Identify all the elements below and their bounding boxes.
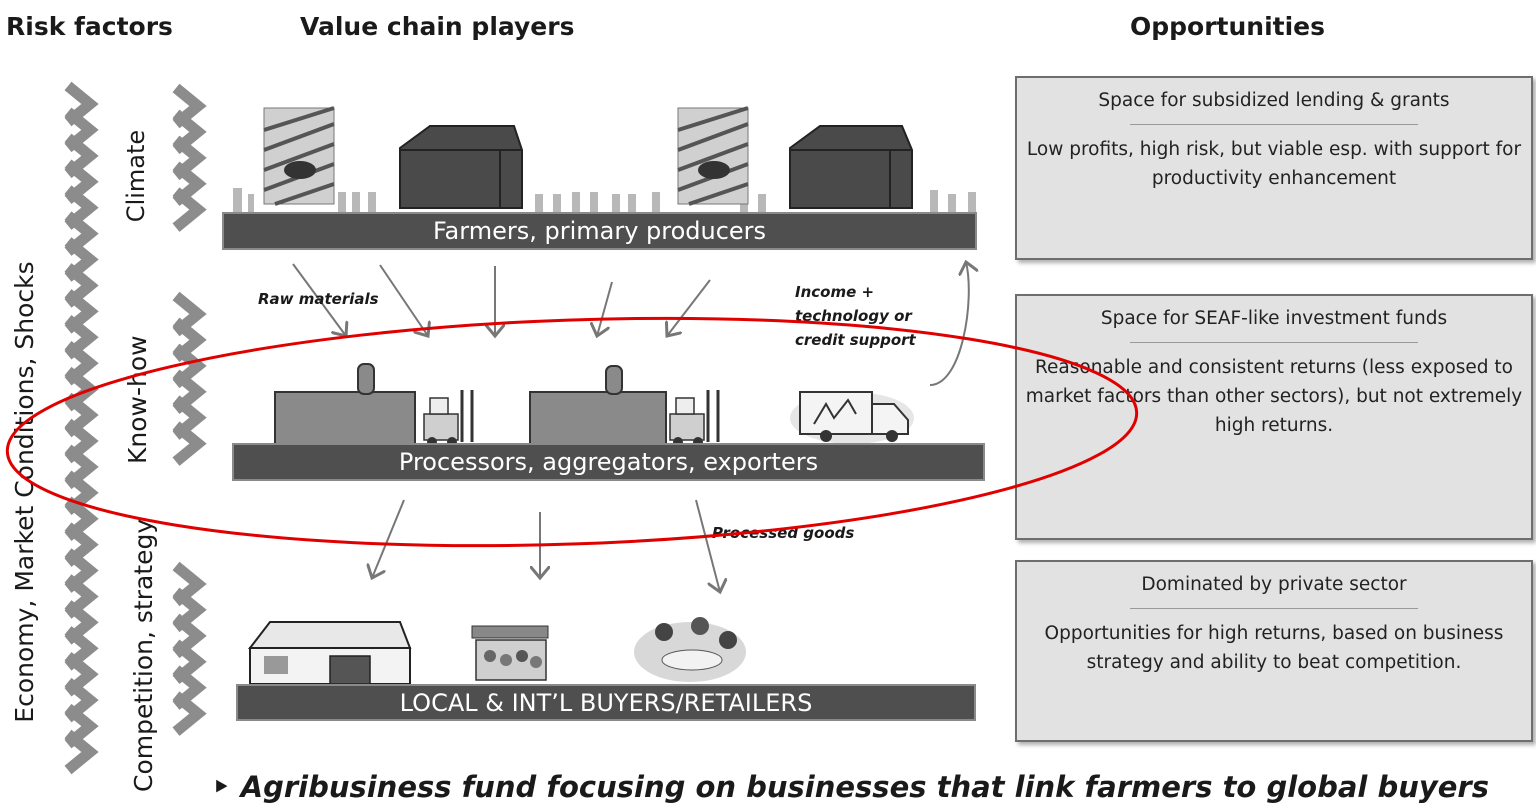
bottom-note: ‣ Agribusiness fund focusing on business… xyxy=(212,770,1489,804)
farm-field-image-1 xyxy=(263,106,335,206)
risk-factors-header: Risk factors xyxy=(6,12,173,41)
tier-bar-buyers: LOCAL & INT’L BUYERS/RETAILERS xyxy=(236,684,976,721)
chevron-segment xyxy=(64,729,99,775)
opportunity-3-body: Opportunities for high returns, based on… xyxy=(1044,623,1504,673)
opportunity-1-body: Low profits, high risk, but viable esp. … xyxy=(1026,139,1522,189)
opportunities-header: Opportunities xyxy=(1130,12,1326,41)
barn-icon-2 xyxy=(789,125,913,209)
factory-icon-1 xyxy=(274,363,416,445)
barn-icon-1 xyxy=(399,125,523,209)
truck-icon xyxy=(790,391,914,444)
chevron-segment xyxy=(172,187,207,232)
income-support-label-line-2: technology or xyxy=(795,307,912,325)
chevron-segment xyxy=(172,691,207,736)
forklift-icon-2 xyxy=(669,390,720,447)
income-support-label-line-1: Income + xyxy=(795,283,875,301)
opportunity-3-title: Dominated by private sector xyxy=(1141,574,1407,595)
chevron-segment xyxy=(172,421,207,466)
opportunity-box-2: Space for SEAF-like investment funds Rea… xyxy=(1015,294,1533,540)
raw-materials-label: Raw materials xyxy=(258,290,379,308)
value-chain-players-header: Value chain players xyxy=(300,12,575,41)
produce-display-icon xyxy=(471,625,549,681)
factory-icon-2 xyxy=(529,365,667,445)
family-dining-icon xyxy=(634,617,746,682)
divider xyxy=(1130,124,1418,125)
opportunity-2-title: Space for SEAF-like investment funds xyxy=(1100,308,1448,329)
farm-field-image-2 xyxy=(677,106,749,206)
tier-bar-farmers: Farmers, primary producers xyxy=(222,212,977,250)
income-support-label-line-3: credit support xyxy=(795,331,916,349)
divider xyxy=(1130,608,1418,609)
forklift-icon-1 xyxy=(423,390,474,447)
opportunity-box-3: Dominated by private sector Opportunitie… xyxy=(1015,560,1533,742)
opportunity-box-1: Space for subsidized lending & grants Lo… xyxy=(1015,76,1533,260)
divider xyxy=(1130,342,1418,343)
opportunity-1-title: Space for subsidized lending & grants xyxy=(1098,90,1450,111)
processed-goods-label: Processed goods xyxy=(712,524,855,542)
tier-bar-processors: Processors, aggregators, exporters xyxy=(232,443,985,481)
opportunity-2-body: Reasonable and consistent returns (less … xyxy=(1025,357,1523,436)
